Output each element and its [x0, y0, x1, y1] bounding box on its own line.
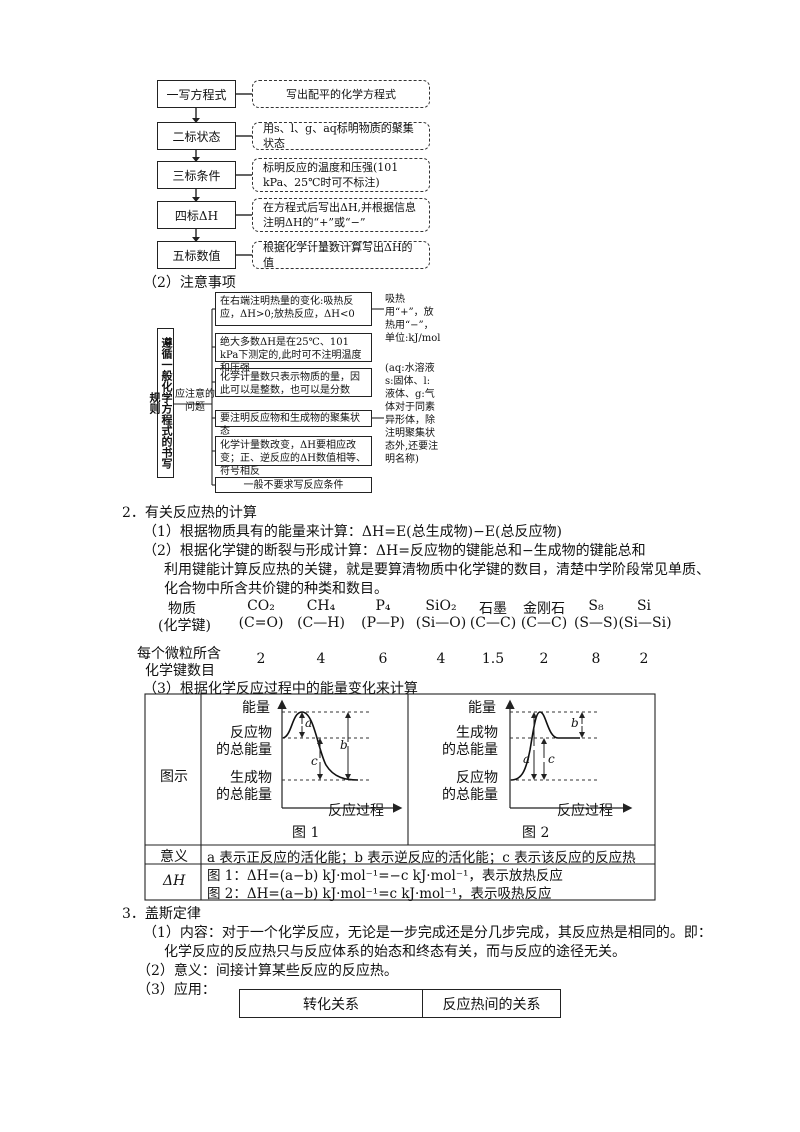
notes-connectors	[174, 308, 384, 486]
bond-header-1: 物质	[168, 601, 196, 617]
flowchart-connectors	[192, 93, 252, 256]
fig1-c: c	[311, 754, 318, 768]
hess-heading: 3．盖斯定律	[122, 906, 201, 922]
calc-heading: 2．有关反应热的计算	[122, 505, 257, 521]
substance-graphite: 石墨	[479, 601, 507, 617]
note-item-2: 绝大多数ΔH是在25℃、101 kPa下测定的,此时可不注明温度和压强	[215, 333, 372, 374]
bond-ch4: (C—H)	[297, 615, 345, 631]
note-side-2: (aq:水溶液s:固体、l:液体、g:气体对于同素异形体，除注明聚集状态外,还要…	[385, 363, 439, 465]
fig2-lower-1: 反应物	[456, 770, 498, 786]
fig2-diagram	[505, 699, 633, 813]
note-item-1: 在右端注明热量的变化:吸热反应，ΔH>0;放热反应，ΔH<0	[215, 292, 372, 326]
hess-table-header-2: 反应热间的关系	[442, 996, 541, 1013]
fig1-upper-1: 反应物	[230, 725, 272, 741]
count-co2: 2	[256, 651, 266, 667]
bond-count-label-1: 每个微粒所含	[137, 646, 221, 662]
flow-desc-1: 写出配平的化学方程式	[252, 80, 430, 108]
count-sio2: 4	[436, 651, 446, 667]
energy-dh-1: 图 1：ΔH=(a−b) kJ·mol⁻¹=−c kJ·mol⁻¹，表示放热反应	[207, 868, 563, 884]
calc-item-1: （1）根据物质具有的能量来计算：ΔH=E(总生成物)−E(总反应物)	[143, 524, 562, 540]
fig2-a: a	[523, 752, 531, 766]
fig1-upper-2: 的总能量	[216, 742, 272, 758]
fig2-b: b	[571, 716, 579, 730]
substance-sio2: SiO₂	[425, 598, 457, 614]
bond-co2: (C=O)	[238, 615, 284, 631]
flow-step-3: 三标条件	[157, 161, 236, 189]
flow-desc-5: 根据化学计量数计算写出ΔH的值	[252, 241, 430, 269]
note-side-1: 吸热用“+”，放热用“−”，单位:kJ/mol	[385, 294, 441, 344]
fig2-ylabel: 能量	[468, 700, 496, 716]
count-graphite: 1.5	[481, 651, 505, 667]
fig1-a: a	[305, 716, 313, 730]
flow-step-4: 四标ΔH	[157, 201, 236, 229]
hess-application: （3）应用：	[137, 982, 216, 998]
count-si: 2	[639, 651, 649, 667]
flow-desc-4: 在方程式后写出ΔH,并根据信息注明ΔH的“+”或“−”	[252, 198, 430, 232]
fig2-c: c	[548, 752, 555, 766]
note-item-6: 一般不要求写反应条件	[215, 477, 372, 493]
fig1-ylabel: 能量	[242, 700, 270, 716]
energy-table	[144, 693, 656, 901]
row-label-dh: ΔH	[163, 873, 186, 889]
note-item-3: 化学计量数只表示物质的量，因此可以是整数，也可以是分数	[215, 368, 372, 397]
notes-heading: （2）注意事项	[143, 275, 236, 291]
bond-s8: (S—S)	[573, 615, 619, 631]
energy-heading: （3）根据化学反应过程中的能量变化来计算	[143, 681, 418, 697]
flow-step-1: 一写方程式	[157, 80, 236, 108]
hess-table-header-1: 转化关系	[240, 990, 423, 1017]
note-item-5: 化学计量数改变，ΔH要相应改变；正、逆反应的ΔH数值相等、符号相反	[215, 436, 372, 477]
fig1-lower-1: 生成物	[230, 770, 272, 786]
notes-mid-label: 应注意的问题	[175, 389, 215, 413]
energy-dh-2: 图 2：ΔH=(a−b) kJ·mol⁻¹=c kJ·mol⁻¹，表示吸热反应	[207, 886, 552, 902]
fig1-b: b	[340, 738, 348, 752]
hess-table: 转化关系 反应热间的关系	[239, 989, 561, 1018]
fig1-lower-2: 的总能量	[216, 787, 272, 803]
substance-p4: P₄	[375, 598, 391, 614]
count-ch4: 4	[316, 651, 326, 667]
row-label-diagram: 图示	[160, 769, 188, 785]
substance-si: Si	[636, 598, 652, 614]
count-p4: 6	[378, 651, 388, 667]
flow-step-5: 五标数值	[157, 241, 236, 269]
bond-si: (Si—Si)	[618, 615, 672, 631]
substance-ch4: CH₄	[306, 598, 336, 614]
fig2-xlabel: 反应过程	[557, 803, 613, 819]
bond-count-label-2: 化学键数目	[145, 663, 215, 679]
count-s8: 8	[591, 651, 601, 667]
substance-co2: CO₂	[247, 598, 275, 614]
bond-diamond: (C—C)	[520, 615, 568, 631]
flow-step-2: 二标状态	[157, 122, 236, 150]
count-diamond: 2	[539, 651, 549, 667]
fig2-caption: 图 2	[522, 825, 550, 841]
fig2-upper-1: 生成物	[456, 725, 498, 741]
hess-content-2: 化学反应的反应热只与反应体系的始态和终态有关，而与反应的途径无关。	[164, 944, 626, 960]
fig1-diagram	[277, 699, 403, 813]
flow-desc-3: 标明反应的温度和压强(101 kPa、25℃时可不标注)	[252, 158, 430, 192]
fig2-lower-2: 的总能量	[442, 787, 498, 803]
notes-root: 遵循一般化学方程式的书写规则	[148, 328, 174, 478]
bond-sio2: (Si—O)	[415, 615, 467, 631]
substance-diamond: 金刚石	[523, 601, 565, 617]
calc-item-2: （2）根据化学键的断裂与形成计算：ΔH=反应物的键能总和−生成物的键能总和	[143, 543, 646, 559]
note-item-4: 要注明反应物和生成物的聚集状态	[215, 410, 372, 437]
fig1-caption: 图 1	[292, 825, 320, 841]
energy-meaning: a 表示正反应的活化能；b 表示逆反应的活化能；c 表示该反应的反应热	[207, 850, 636, 866]
calc-item-2-detail-1: 利用键能计算反应热的关键，就是要算清物质中化学键的数目，清楚中学阶段常见单质、	[164, 562, 710, 578]
bond-header-2: (化学键)	[158, 618, 211, 634]
fig1-xlabel: 反应过程	[328, 803, 384, 819]
row-label-meaning: 意义	[160, 849, 188, 865]
calc-item-2-detail-2: 化合物中所含共价键的种类和数目。	[164, 581, 388, 597]
substance-s8: S₈	[588, 598, 604, 614]
fig2-upper-2: 的总能量	[442, 742, 498, 758]
hess-meaning: （2）意义：间接计算某些反应的反应热。	[137, 963, 398, 979]
bond-graphite: (C—C)	[469, 615, 517, 631]
flow-desc-2: 用s、l、g、aq标明物质的聚集状态	[252, 122, 430, 150]
bond-p4: (P—P)	[361, 615, 405, 631]
hess-content-1: （1）内容：对于一个化学反应，无论是一步完成还是分几步完成，其反应热是相同的。即…	[143, 925, 712, 941]
